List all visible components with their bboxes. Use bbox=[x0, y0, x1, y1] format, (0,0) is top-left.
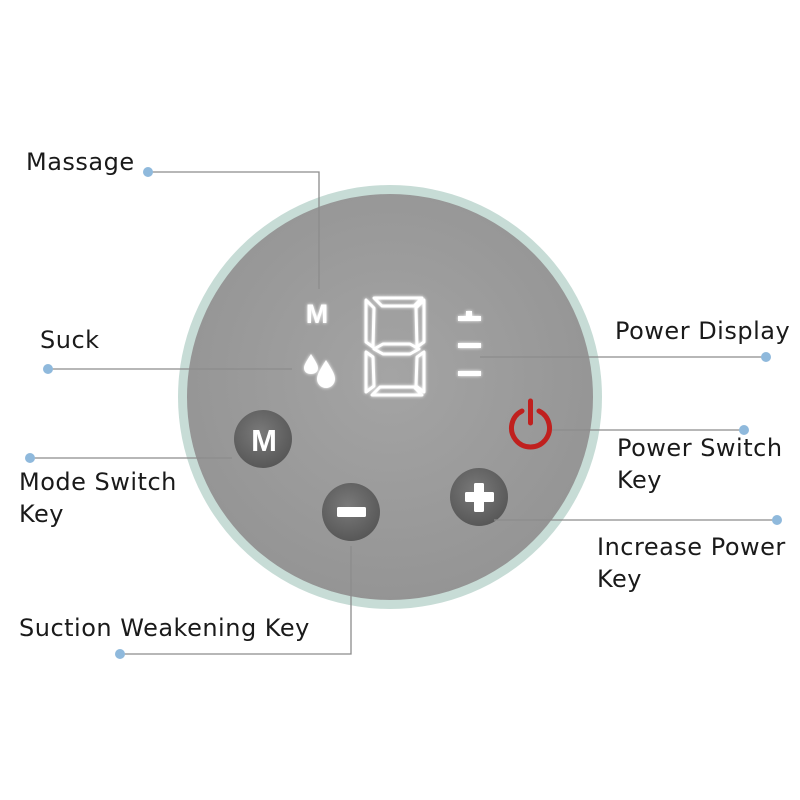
label-massage: Massage bbox=[26, 148, 135, 176]
minus-icon bbox=[337, 507, 366, 517]
label-power-switch-line1: Power Switch bbox=[617, 434, 783, 462]
segment-c bbox=[414, 350, 426, 394]
leader-dots bbox=[25, 167, 782, 659]
dot-massage bbox=[143, 167, 153, 177]
battery-bar-3 bbox=[458, 371, 481, 376]
battery-level-icon bbox=[458, 311, 481, 376]
dot-power-display bbox=[761, 352, 771, 362]
label-power-switch-key: Power Switch Key bbox=[617, 432, 783, 496]
dot-power-switch bbox=[739, 425, 749, 435]
mode-m-icon: M bbox=[251, 423, 277, 458]
label-mode-switch-key: Mode Switch Key bbox=[19, 466, 177, 530]
large-drop bbox=[317, 360, 335, 388]
label-power-switch-line2: Key bbox=[617, 466, 663, 494]
label-increase-power-line1: Increase Power bbox=[597, 533, 786, 561]
digit-display bbox=[364, 296, 426, 397]
label-mode-switch-line2: Key bbox=[19, 500, 65, 528]
label-mode-switch-line1: Mode Switch bbox=[19, 468, 177, 496]
plus-icon bbox=[465, 483, 494, 512]
leader-lines bbox=[30, 171, 777, 655]
label-suction-weakening-key: Suction Weakening Key bbox=[19, 614, 310, 642]
battery-bar-2 bbox=[458, 343, 481, 348]
dot-suction bbox=[115, 649, 125, 659]
label-increase-power-key: Increase Power Key bbox=[597, 531, 786, 595]
mode-switch-button[interactable]: M bbox=[234, 410, 292, 468]
segment-f bbox=[364, 298, 376, 349]
water-drops-icon bbox=[304, 354, 335, 388]
suction-weakening-button[interactable] bbox=[322, 483, 380, 541]
leader-massage bbox=[148, 171, 320, 289]
label-power-display: Power Display bbox=[615, 317, 791, 345]
segment-a bbox=[372, 296, 424, 308]
battery-bar-1 bbox=[458, 316, 481, 321]
segment-d bbox=[370, 385, 424, 397]
increase-power-button[interactable] bbox=[450, 468, 508, 526]
battery-terminal bbox=[466, 311, 472, 316]
power-switch-button[interactable] bbox=[509, 398, 552, 450]
label-suck: Suck bbox=[40, 326, 100, 354]
small-drop bbox=[304, 354, 318, 374]
dot-mode bbox=[25, 453, 35, 463]
panel-face bbox=[187, 194, 593, 600]
dot-increase bbox=[772, 515, 782, 525]
mode-button-body bbox=[234, 410, 292, 468]
segment-e bbox=[364, 350, 376, 394]
panel bbox=[178, 185, 602, 609]
massage-indicator-icon: M bbox=[306, 299, 329, 329]
leader-suction bbox=[120, 546, 352, 655]
dot-suck bbox=[43, 364, 53, 374]
label-increase-power-line2: Key bbox=[597, 565, 643, 593]
segment-g bbox=[372, 342, 421, 356]
power-icon bbox=[509, 408, 552, 450]
